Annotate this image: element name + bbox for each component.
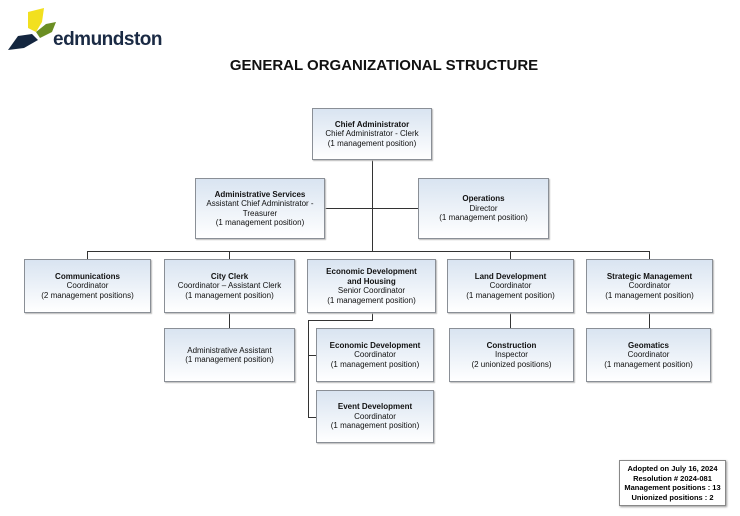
- node-role: Treasurer: [242, 208, 278, 218]
- node-administrative-assistant: Administrative Assistant(1 management po…: [164, 328, 295, 382]
- node-count: (1 management position): [215, 218, 305, 227]
- connector: [372, 160, 373, 251]
- node-count: (1 management position): [185, 290, 274, 300]
- node-count: (1 management position): [327, 138, 417, 148]
- connector: [649, 251, 650, 259]
- node-role: Assistant Chief Administrator -: [206, 199, 314, 208]
- node-count: (1 management position): [185, 355, 274, 364]
- node-count: (1 management position): [330, 359, 420, 369]
- node-count: (1 management position): [327, 295, 416, 305]
- adopted-date: Adopted on July 16, 2024: [627, 464, 718, 473]
- connector: [325, 208, 418, 209]
- connector: [229, 251, 230, 259]
- node-title: City Clerk: [210, 271, 249, 281]
- edmundston-logo: [8, 8, 56, 50]
- node-count: (1 management position): [605, 290, 694, 300]
- adoption-info-box: Adopted on July 16, 2024 Resolution # 20…: [619, 460, 726, 506]
- node-title: Economic Development: [326, 267, 417, 276]
- node-title: Construction: [486, 340, 537, 350]
- node-count: (1 management position): [330, 421, 420, 431]
- node-title: Operations: [462, 194, 505, 204]
- node-title: Land Development: [474, 271, 547, 281]
- connector: [372, 313, 373, 320]
- node-role: Coordinator: [66, 281, 109, 291]
- node-count: (1 management position): [439, 213, 528, 223]
- node-role: Inspector: [495, 350, 528, 360]
- node-title: Event Development: [337, 402, 413, 412]
- node-role: Coordinator: [354, 350, 396, 360]
- node-role: Coordinator: [627, 350, 670, 360]
- logo-text: edmundston: [53, 29, 163, 50]
- connector: [510, 313, 511, 328]
- connector: [308, 320, 373, 321]
- node-title: and Housing: [347, 276, 396, 286]
- node-count: (1 management position): [466, 290, 555, 300]
- node-role: Administrative Assistant: [187, 345, 272, 355]
- node-title: Strategic Management: [606, 271, 693, 281]
- page-title: GENERAL ORGANIZATIONAL STRUCTURE: [229, 57, 539, 74]
- node-role: Director: [469, 203, 498, 213]
- node-role: Coordinator: [628, 281, 671, 291]
- node-role: Coordinator: [354, 411, 396, 421]
- connector: [229, 313, 230, 328]
- unionized-positions: Unionized positions : 2: [631, 492, 714, 502]
- node-role: Coordinator – Assistant Clerk: [177, 281, 282, 291]
- connector: [308, 417, 316, 418]
- node-role: Chief Administrator - Clerk: [325, 129, 419, 139]
- node-title: Administrative Services: [214, 189, 306, 199]
- node-count: (1 management position): [604, 359, 693, 369]
- connector: [308, 320, 309, 417]
- node-count: (2 management positions): [41, 290, 134, 300]
- connector: [87, 251, 88, 259]
- connector: [510, 251, 511, 259]
- node-title: Communications: [55, 271, 120, 281]
- node-title: Geomatics: [628, 340, 669, 350]
- node-role: Coordinator: [489, 281, 532, 291]
- connector: [87, 251, 650, 252]
- connector: [308, 355, 316, 356]
- resolution-number: Resolution # 2024-081: [633, 473, 712, 483]
- node-title: Economic Development: [329, 340, 421, 350]
- node-count: (2 unionized positions): [471, 359, 552, 369]
- node-role: Senior Coordinator: [337, 286, 406, 295]
- node-title: Chief Administrator: [334, 119, 410, 129]
- management-positions: Management positions : 13: [624, 483, 721, 492]
- connector: [649, 313, 650, 328]
